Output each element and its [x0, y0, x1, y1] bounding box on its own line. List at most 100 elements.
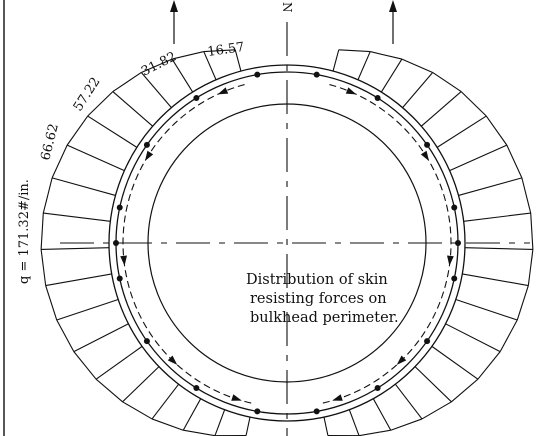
station-dot	[374, 94, 381, 101]
station-dot	[424, 141, 431, 148]
station-dot	[451, 204, 458, 211]
arrow-up-left-icon	[170, 0, 178, 44]
force-bar	[357, 51, 371, 80]
force-bar	[449, 144, 508, 172]
flow-arrowhead	[231, 394, 242, 401]
force-bar	[43, 212, 111, 222]
force-bar	[402, 72, 434, 109]
force-bar	[431, 345, 479, 380]
force-bar	[380, 58, 403, 93]
caption-line-3: bulkhead perimeter.	[250, 310, 399, 326]
force-bar	[41, 247, 110, 250]
station-dot	[424, 338, 431, 345]
station-dot	[193, 385, 200, 392]
flow-arrowhead	[345, 87, 357, 95]
force-bar-cap	[516, 285, 529, 321]
force-bar-cap	[40, 213, 44, 250]
station-points	[113, 71, 461, 415]
outer-ring-circle	[108, 64, 466, 422]
force-bar-cap	[112, 72, 142, 93]
force-bar	[436, 115, 487, 148]
force-bar-cap	[122, 401, 153, 420]
force-bar	[323, 416, 329, 436]
force-bar	[245, 416, 251, 436]
force-bar-cap	[451, 378, 479, 403]
force-bar	[414, 366, 452, 403]
force-bar	[66, 144, 125, 172]
force-bar-cap	[45, 285, 58, 321]
force-bar-cap	[141, 58, 173, 73]
value-label-16: 16.57	[206, 40, 245, 60]
station-dot	[113, 240, 119, 246]
force-bar	[332, 49, 340, 72]
force-bar-cap	[183, 429, 216, 436]
force-bar-cap	[338, 49, 371, 53]
force-bar-cap	[370, 51, 403, 60]
force-bar-cap	[499, 319, 518, 352]
flow-arrowhead	[217, 87, 229, 95]
force-bar-cap	[66, 115, 89, 146]
force-bar	[372, 398, 392, 431]
flow-arrowhead	[144, 150, 154, 161]
station-dot	[313, 408, 320, 415]
force-bar-cap	[171, 51, 204, 60]
force-bar-cap	[203, 49, 236, 53]
force-bar	[171, 58, 194, 93]
flow-arrowhead	[396, 355, 407, 365]
station-dot	[193, 94, 200, 101]
station-dot	[451, 275, 458, 282]
force-bar	[56, 298, 119, 321]
caption-line-1: Distribution of skin	[246, 272, 388, 288]
force-bar-cap	[530, 213, 534, 250]
station-dot	[116, 275, 123, 282]
value-label-57: 57.22	[71, 75, 104, 114]
force-bar	[122, 366, 160, 403]
flow-arrowhead	[447, 255, 454, 266]
flow-arc-left	[122, 84, 254, 404]
flow-arrowhead	[420, 150, 430, 161]
force-bar-cap	[506, 144, 523, 179]
force-bar-cap	[390, 418, 423, 431]
force-bar	[234, 49, 242, 72]
force-bar	[464, 247, 533, 250]
force-bar-cap	[95, 378, 123, 403]
force-bar	[214, 409, 226, 436]
value-label-31: 31.82	[139, 49, 179, 79]
station-dot	[254, 71, 261, 78]
force-bar-cap	[358, 429, 391, 436]
flow-arrowhead	[167, 355, 178, 365]
force-bar	[73, 323, 129, 353]
station-dot	[313, 71, 320, 78]
force-bar	[51, 177, 116, 196]
force-bar	[87, 115, 138, 148]
force-bar	[394, 383, 423, 420]
force-bar-cap	[42, 177, 53, 214]
value-label-66: 66.62	[38, 122, 62, 162]
force-bar-cap	[432, 72, 462, 93]
force-bar	[455, 298, 518, 321]
force-bar-cap	[527, 249, 534, 286]
force-bar-cap	[87, 91, 114, 117]
force-bar	[112, 91, 154, 127]
axis-n-label: N	[280, 2, 294, 13]
force-bar-cap	[485, 115, 508, 146]
q-value-label: q = 171.32#/in.	[17, 179, 32, 284]
station-dot	[143, 338, 150, 345]
force-bar	[445, 323, 501, 353]
force-bar-cap	[151, 418, 184, 431]
station-dot	[143, 141, 150, 148]
force-bar	[348, 409, 360, 436]
station-dot	[374, 385, 381, 392]
force-bar	[140, 72, 172, 109]
flow-arrowhead	[120, 255, 127, 266]
arrow-up-right-icon	[389, 0, 397, 44]
caption-line-2: resisting forces on	[250, 291, 387, 307]
force-bar	[95, 345, 143, 380]
force-bar-cap	[477, 351, 501, 380]
force-bar-cap	[73, 351, 97, 380]
force-bar-cap	[460, 91, 487, 117]
force-bar	[458, 177, 523, 196]
force-bar-cap	[521, 177, 532, 214]
force-bar	[462, 273, 529, 287]
